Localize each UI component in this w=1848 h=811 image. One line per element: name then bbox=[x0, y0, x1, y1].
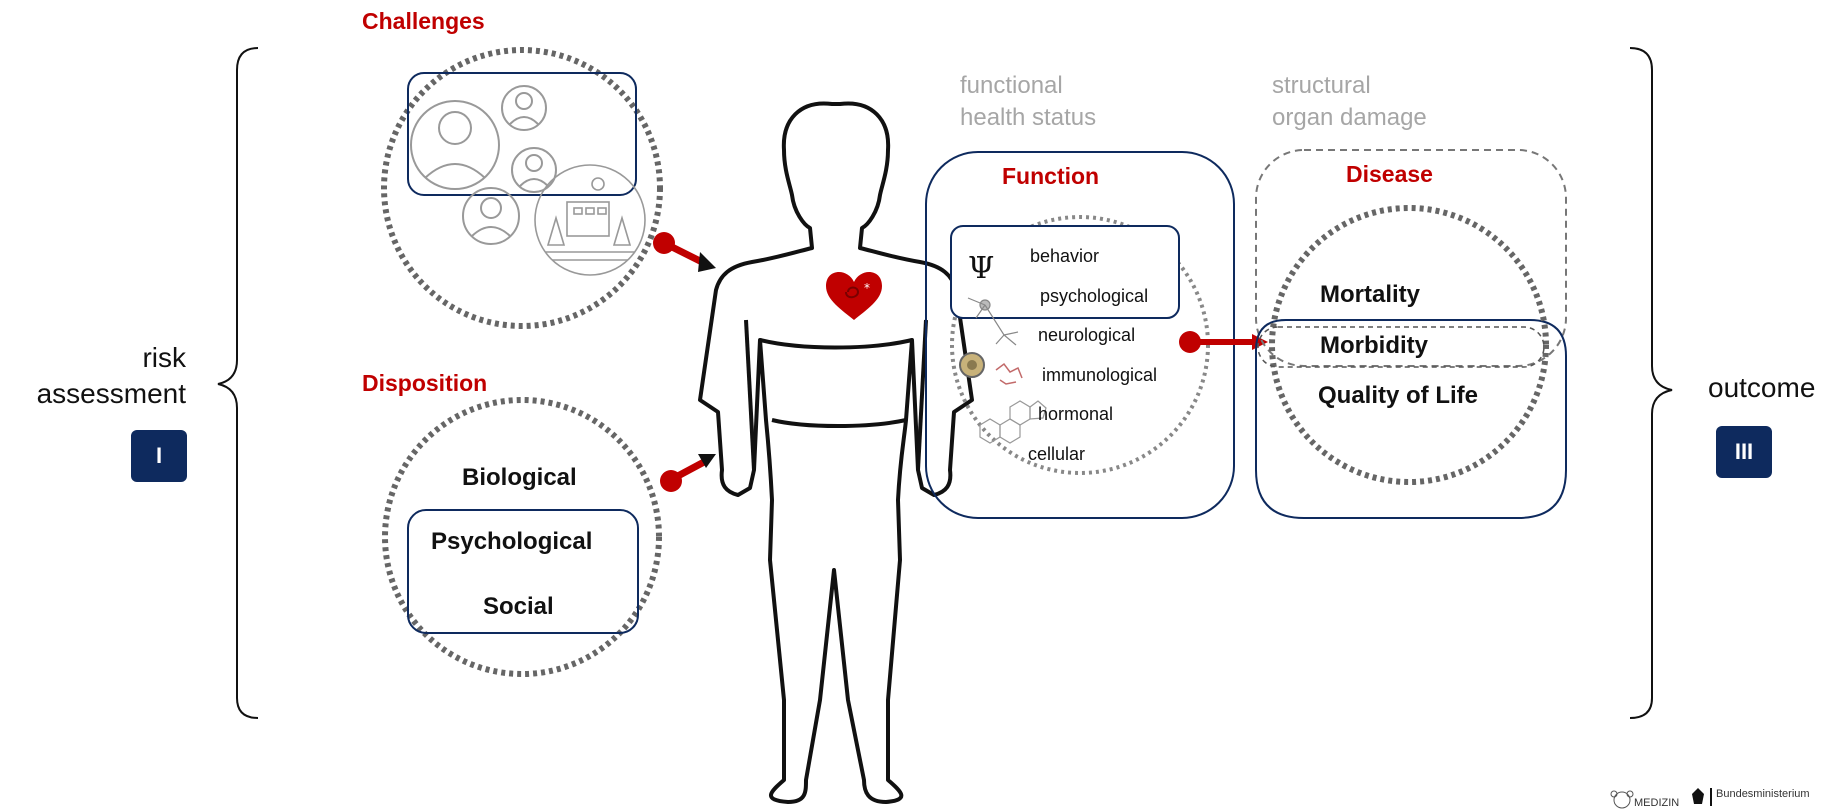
outcome-label: outcome bbox=[1708, 372, 1816, 403]
neuron-icon bbox=[967, 297, 1019, 346]
disease-solid-box bbox=[1255, 319, 1567, 519]
disease-item-quality-of-life: Quality of Life bbox=[1318, 382, 1479, 409]
disposition-box bbox=[407, 509, 639, 634]
function-title: Function bbox=[1002, 163, 1100, 189]
function-item-neurological: neurological bbox=[1038, 325, 1136, 345]
function-item-behavior: behavior bbox=[1030, 246, 1100, 266]
person-icon-woman bbox=[462, 187, 520, 245]
hormone-molecule-icon bbox=[979, 400, 1047, 444]
left-bracket bbox=[217, 47, 259, 719]
challenges-people-box bbox=[407, 72, 637, 196]
psi-icon: Ψ bbox=[968, 251, 994, 286]
behavior-psych-box bbox=[950, 225, 1180, 319]
disposition-arrow bbox=[660, 454, 716, 492]
svg-text:*: * bbox=[864, 281, 870, 295]
function-disease-arrow bbox=[1179, 331, 1268, 353]
disease-title: Disease bbox=[1346, 161, 1433, 187]
function-item-cellular: cellular bbox=[1028, 444, 1086, 464]
medizin-logo-icon bbox=[1610, 790, 1634, 809]
disease-dashed-box bbox=[1255, 149, 1567, 367]
challenges-circle bbox=[381, 47, 663, 329]
disposition-item-biological: Biological bbox=[462, 464, 577, 491]
disposition-item-social: Social bbox=[483, 593, 554, 620]
challenges-title: Challenges bbox=[362, 8, 485, 34]
disease-dotted-circle bbox=[1269, 205, 1549, 485]
disease-item-morbidity: Morbidity bbox=[1320, 332, 1428, 359]
badge-outcome: III bbox=[1716, 426, 1772, 478]
right-bracket bbox=[1629, 47, 1673, 719]
disposition-circle bbox=[382, 397, 662, 677]
person-icon-small-2 bbox=[511, 147, 557, 193]
heart-icon: * bbox=[826, 271, 882, 320]
factory-environment-icon bbox=[534, 164, 646, 276]
disposition-item-psychological: Psychological bbox=[431, 528, 593, 555]
function-item-hormonal: hormonal bbox=[1038, 404, 1114, 424]
medizin-logo-text: MEDIZIN bbox=[1634, 797, 1680, 809]
functional-health-status-label: functional health status bbox=[960, 72, 1097, 131]
morbidity-pill bbox=[1257, 326, 1545, 368]
person-icon-small-1 bbox=[501, 85, 547, 131]
federal-eagle-icon bbox=[1692, 788, 1712, 806]
function-item-psychological: psychological bbox=[1040, 286, 1149, 306]
disposition-title: Disposition bbox=[362, 370, 488, 396]
disease-item-mortality: Mortality bbox=[1320, 281, 1421, 308]
person-icon-large bbox=[410, 100, 500, 190]
ministry-logo-text: Bundesministerium bbox=[1716, 788, 1810, 800]
badge-risk-assessment: I bbox=[131, 430, 187, 482]
person-figure bbox=[698, 101, 974, 804]
structural-organ-damage-label: structural organ damage bbox=[1272, 72, 1427, 131]
function-item-immunological: immunological bbox=[1042, 365, 1158, 385]
risk-assessment-label: risk assessment bbox=[36, 342, 186, 409]
immune-cell-icon bbox=[959, 352, 1023, 385]
challenges-arrow bbox=[653, 232, 716, 272]
function-box bbox=[925, 151, 1235, 519]
